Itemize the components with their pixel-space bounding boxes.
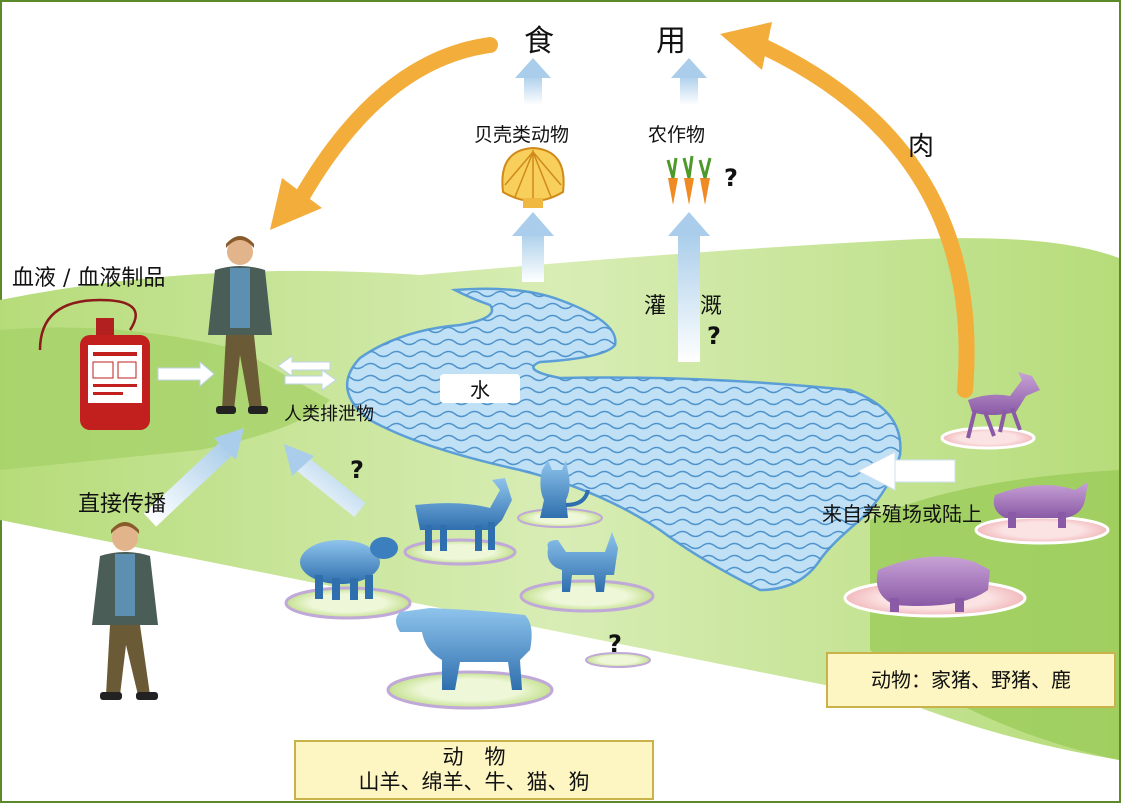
- river-waves: [347, 288, 901, 590]
- label-direct: 直接传播: [78, 492, 167, 517]
- blue-arrow-shellfish-top: [515, 58, 551, 105]
- label-irrigation-1: 灌: [644, 294, 667, 319]
- cow-icon: [396, 608, 532, 690]
- label-water: 水: [440, 374, 520, 403]
- blue-arrow-shellfish: [512, 212, 554, 282]
- label-farm: 来自养殖场或陆上: [822, 502, 982, 526]
- blue-arrow-direct: [143, 428, 244, 527]
- animals-box-title: 动 物: [442, 745, 506, 769]
- label-shellfish: 贝壳类动物: [474, 124, 570, 146]
- question-mark-crops: ?: [724, 164, 738, 192]
- question-mark-other: ?: [608, 630, 622, 658]
- crops-icon: [666, 155, 712, 205]
- question-mark-irrigation: ?: [707, 322, 721, 350]
- deer-icon: [966, 372, 1040, 439]
- arrow-blood-to-man: [157, 360, 215, 388]
- sheep-icon: [300, 537, 398, 600]
- man-figure-2: [92, 522, 158, 700]
- label-excreta: 人类排泄物: [284, 404, 374, 425]
- label-meat: 肉: [908, 132, 935, 162]
- label-eat-2: 用: [656, 24, 686, 59]
- man-figure: [208, 236, 272, 414]
- label-crops: 农作物: [648, 124, 706, 146]
- arrow-water-to-man: [277, 355, 331, 377]
- label-eat-1: 食: [524, 24, 554, 59]
- blue-arrow-irrigation: [668, 212, 710, 362]
- blood-bag: [38, 298, 150, 430]
- wild-animals-text: 动物：家猪、野猪、鹿: [871, 668, 1071, 692]
- shellfish-icon: [501, 146, 565, 208]
- boar-icon: [993, 482, 1088, 528]
- animals-box-list: 山羊、绵羊、牛、猫、狗: [358, 770, 590, 794]
- arrow-man-to-water: [284, 369, 337, 391]
- orange-arrow-right: [752, 37, 975, 398]
- blue-arrow-animals: [284, 444, 366, 518]
- goat-icon: [415, 478, 512, 551]
- blue-arrow-crops-top: [671, 58, 707, 105]
- animals-box: 动 物 山羊、绵羊、牛、猫、狗: [294, 740, 654, 800]
- blue-arrow-farm: [856, 451, 956, 491]
- label-blood: 血液 / 血液制品: [12, 266, 166, 291]
- wild-animals-box: 动物：家猪、野猪、鹿: [826, 652, 1116, 708]
- pig-icon: [876, 556, 990, 612]
- question-mark-animals: ?: [350, 456, 364, 484]
- orange-arrow-left-head: [270, 178, 322, 230]
- cat-icon: [540, 460, 590, 518]
- label-irrigation-2: 溉: [700, 294, 723, 319]
- dog-icon: [547, 532, 618, 592]
- orange-arrow-right-head: [720, 22, 772, 70]
- orange-arrow-left: [292, 37, 498, 208]
